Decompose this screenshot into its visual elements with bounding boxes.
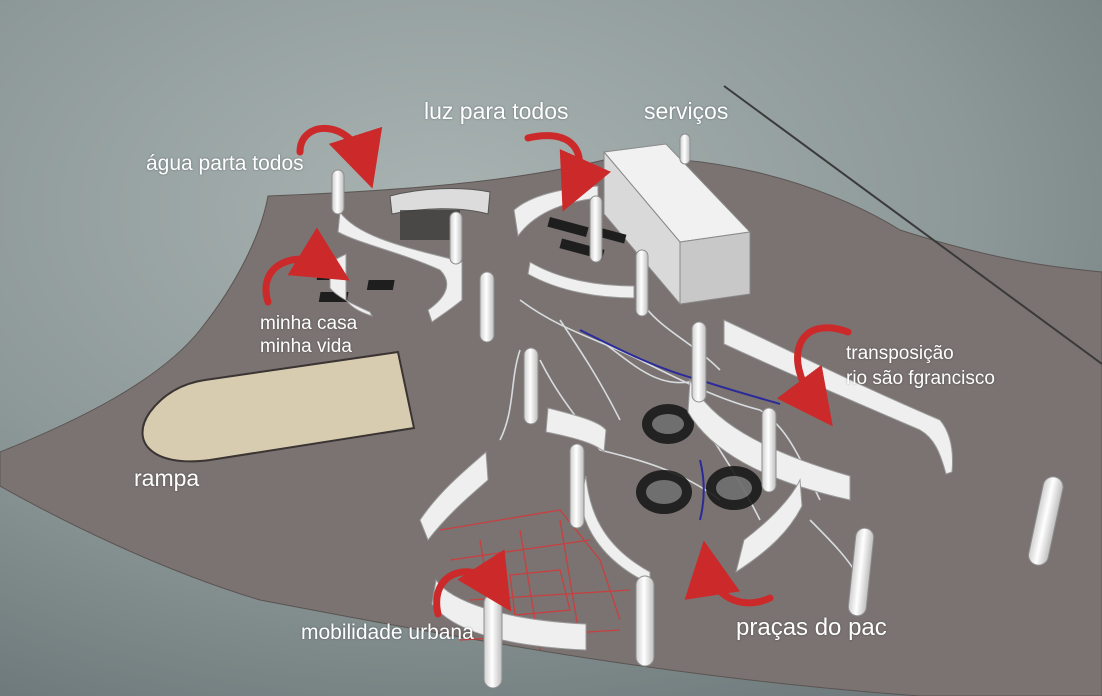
services-building: [603, 143, 752, 306]
arrow-mobilidade: [433, 549, 512, 618]
label-rampa: rampa: [134, 465, 200, 491]
curved-walls: [329, 185, 953, 651]
arrow-luz: [524, 132, 611, 212]
label-servicos: serviços: [644, 98, 729, 124]
label-luz-para-todos: luz para todos: [424, 98, 569, 124]
label-pracas-do-pac: praças do pac: [736, 614, 887, 641]
label-transposicao-line1: transposição: [846, 343, 954, 364]
arrow-pracas: [684, 540, 774, 607]
ramp-shape: [141, 350, 416, 463]
label-agua-para-todos: água parta todos: [146, 152, 304, 175]
guide-line: [723, 85, 1102, 365]
tree-cluster: [636, 404, 762, 514]
label-minha-casa-line1: minha casa: [260, 313, 358, 334]
arrow-agua: [296, 125, 383, 189]
arrow-transposicao: [776, 324, 852, 427]
label-mobilidade-urbana: mobilidade urbana: [301, 621, 474, 644]
label-minha-casa-line2: minha vida: [260, 336, 352, 357]
label-transposicao-line2: rio são fgrancisco: [846, 368, 995, 389]
annotation-arrows: [262, 125, 852, 618]
arrow-minha-casa: [262, 227, 350, 306]
columns: [331, 133, 1064, 689]
